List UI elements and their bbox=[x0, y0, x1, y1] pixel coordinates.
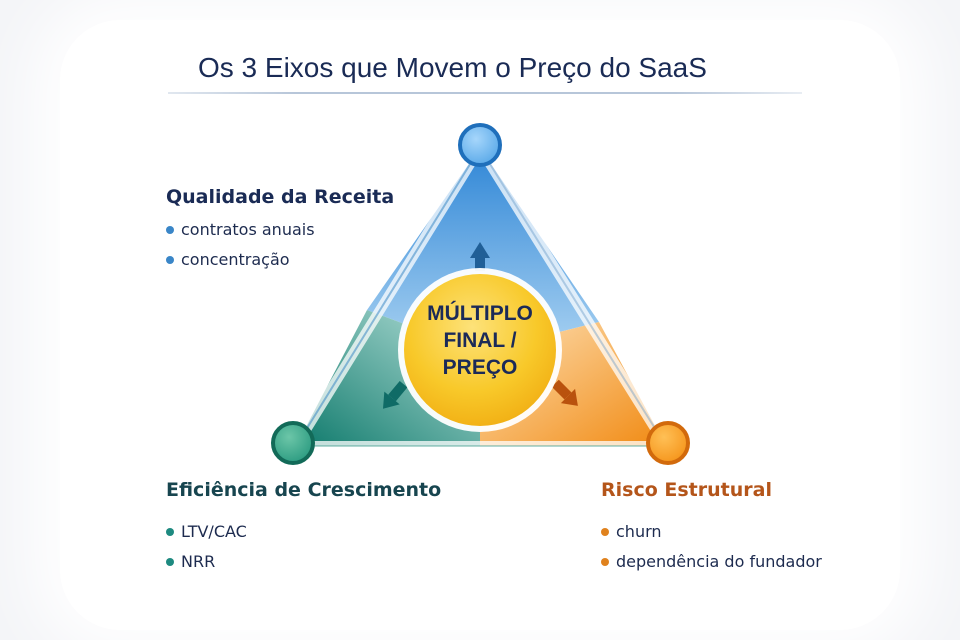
list-item: churn bbox=[601, 517, 822, 547]
axis-title: Eficiência de Crescimento bbox=[166, 479, 442, 501]
center-line-3: PREÇO bbox=[442, 356, 518, 379]
list-item: LTV/CAC bbox=[166, 517, 441, 547]
item-label: dependência do fundador bbox=[616, 552, 822, 571]
bullet-icon bbox=[166, 256, 174, 264]
item-label: LTV/CAC bbox=[181, 522, 247, 541]
item-label: concentração bbox=[181, 250, 290, 269]
arrow-down-left-icon bbox=[383, 380, 408, 409]
node-structural-risk-icon bbox=[646, 421, 690, 465]
list-item: concentração bbox=[166, 245, 394, 275]
center-line-2: FINAL / bbox=[443, 329, 517, 352]
bullet-icon bbox=[166, 226, 174, 234]
bullet-icon bbox=[166, 558, 174, 566]
axis-structural-risk: Risco Estrutural churn dependência do fu… bbox=[601, 479, 822, 577]
center-circle bbox=[404, 274, 556, 426]
center-line-1: MÚLTIPLO bbox=[427, 302, 533, 325]
bullet-icon bbox=[601, 558, 609, 566]
bullet-icon bbox=[166, 528, 174, 536]
arrow-up-icon bbox=[470, 242, 490, 271]
axis-growth-efficiency: Eficiência de Crescimento LTV/CAC NRR bbox=[166, 479, 441, 577]
page-title: Os 3 Eixos que Movem o Preço do SaaS bbox=[198, 52, 707, 83]
list-item: NRR bbox=[166, 547, 441, 577]
node-revenue-quality-icon bbox=[458, 123, 502, 167]
node-growth-efficiency-icon bbox=[271, 421, 315, 465]
center-label: MÚLTIPLO FINAL / PREÇO bbox=[402, 300, 558, 381]
arrow-down-right-icon bbox=[551, 379, 578, 406]
item-label: NRR bbox=[181, 552, 216, 571]
item-label: churn bbox=[616, 522, 662, 541]
list-item: dependência do fundador bbox=[601, 547, 822, 577]
list-item: contratos anuais bbox=[166, 215, 394, 245]
axis-title: Risco Estrutural bbox=[601, 479, 772, 501]
title-divider bbox=[168, 92, 802, 94]
axis-title: Qualidade da Receita bbox=[166, 186, 395, 208]
axis-revenue-quality: Qualidade da Receita contratos anuais co… bbox=[166, 186, 394, 275]
bullet-icon bbox=[601, 528, 609, 536]
item-label: contratos anuais bbox=[181, 220, 315, 239]
